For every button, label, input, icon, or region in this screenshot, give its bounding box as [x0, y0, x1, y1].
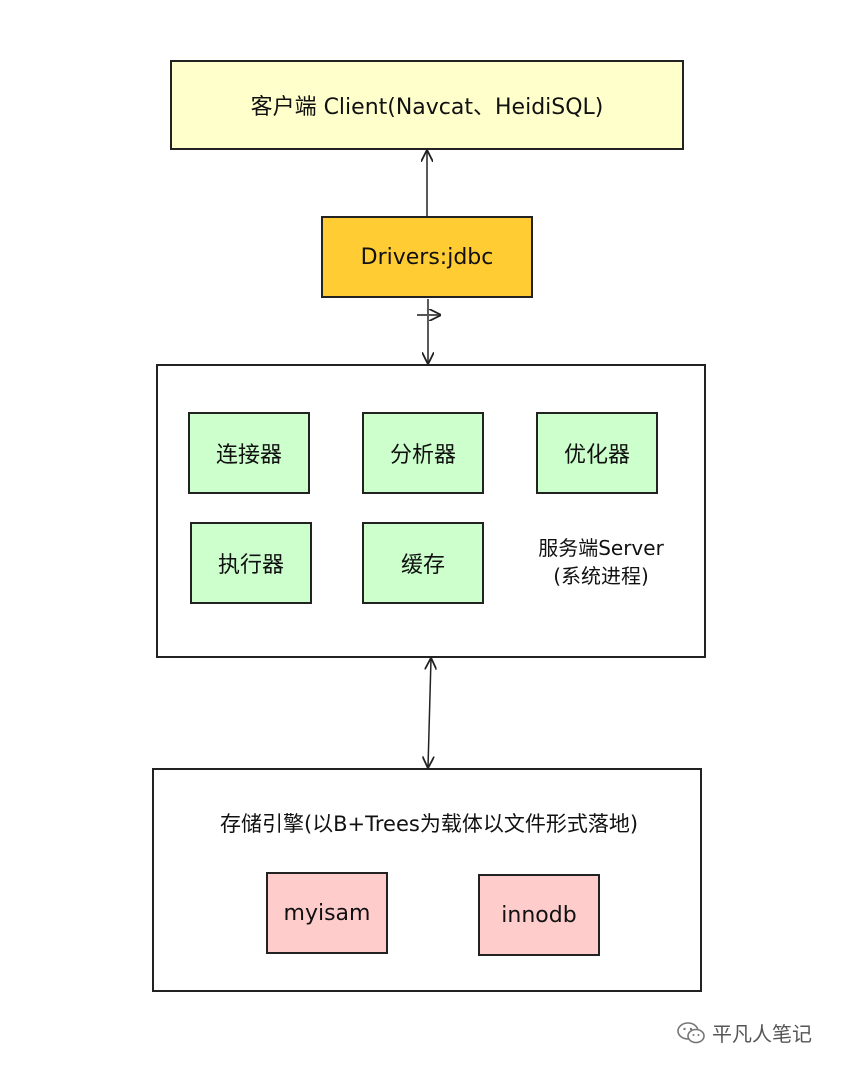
analyzer-component: 分析器 — [362, 412, 484, 494]
server-label-line2: (系统进程) — [553, 564, 649, 588]
connector-component: 连接器 — [188, 412, 310, 494]
cache-label: 缓存 — [400, 553, 445, 578]
optimizer-component: 优化器 — [536, 412, 658, 494]
server-label-line1: 服务端Server — [538, 536, 664, 560]
client-label: 客户端 Client(Navcat、HeidiSQL) — [250, 95, 604, 120]
optimizer-label: 优化器 — [563, 443, 630, 468]
executor-component: 执行器 — [190, 522, 312, 604]
connector-label: 连接器 — [215, 443, 282, 468]
innodb-label: innodb — [501, 902, 577, 928]
watermark: 平凡人笔记 — [676, 1018, 812, 1047]
server-box — [156, 364, 706, 658]
client-box: 客户端 Client(Navcat、HeidiSQL) — [170, 60, 684, 150]
analyzer-label: 分析器 — [389, 443, 456, 468]
drivers-label: Drivers:jdbc — [360, 244, 494, 270]
storage-engine-box — [152, 768, 702, 992]
storage-engine-label: 存储引擎(以B+Trees为载体以文件形式落地) — [219, 812, 639, 836]
myisam-label: myisam — [283, 900, 371, 926]
cache-component: 缓存 — [362, 522, 484, 604]
innodb-engine: innodb — [478, 874, 600, 956]
drivers-box: Drivers:jdbc — [321, 216, 533, 298]
server-engine-arrow — [428, 659, 431, 767]
wechat-icon — [677, 1021, 705, 1043]
executor-label: 执行器 — [217, 553, 284, 578]
watermark-text: 平凡人笔记 — [712, 1022, 812, 1046]
myisam-engine: myisam — [266, 872, 388, 954]
server-label: 服务端Server (系统进程) — [510, 534, 692, 590]
